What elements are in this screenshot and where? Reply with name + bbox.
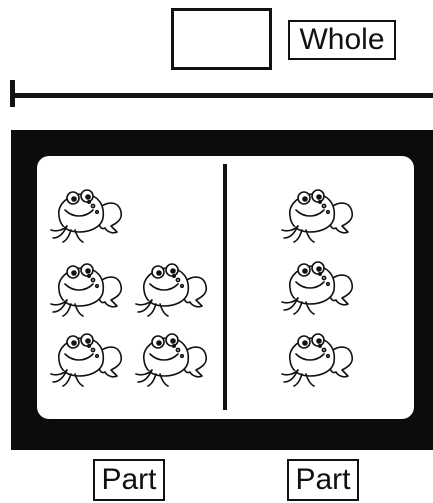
whole-answer-box[interactable] xyxy=(171,8,272,70)
whole-label: Whole xyxy=(288,20,396,60)
frog-icon xyxy=(276,186,358,244)
frog-icon xyxy=(276,330,358,388)
frog-icon xyxy=(45,260,127,318)
left-part-label: Part xyxy=(93,459,165,501)
right-part-label: Part xyxy=(287,459,359,501)
frog-icon xyxy=(276,258,358,316)
whole-bar xyxy=(13,93,433,98)
frog-icon xyxy=(130,260,212,318)
mat-divider xyxy=(223,164,227,410)
frog-icon xyxy=(45,330,127,388)
frog-icon xyxy=(45,186,127,244)
frog-icon xyxy=(130,330,212,388)
